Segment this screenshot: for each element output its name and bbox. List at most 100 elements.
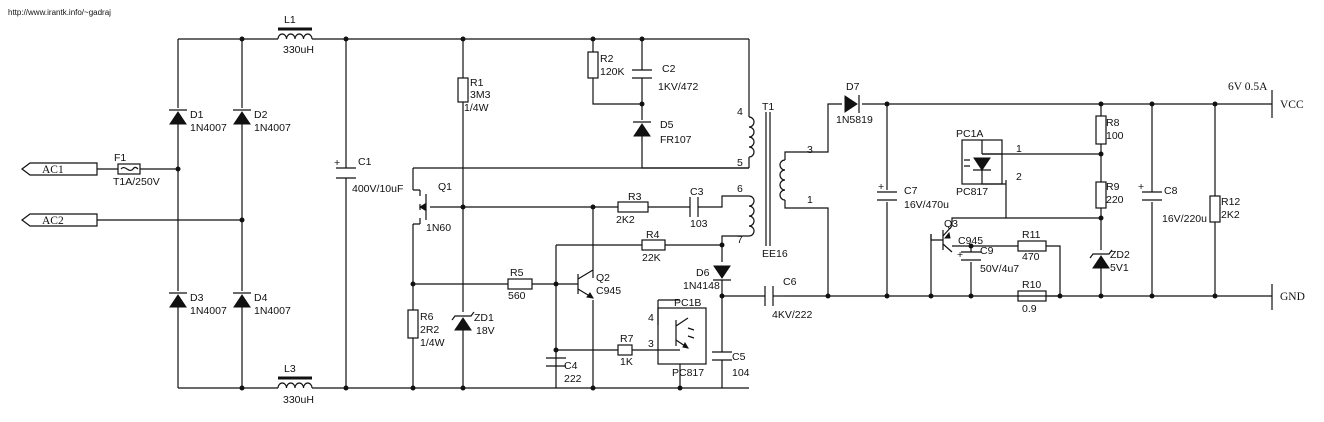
diode-d7: D7 1N5819 [836, 81, 873, 126]
svg-text:D2: D2 [254, 109, 268, 121]
svg-text:1N4148: 1N4148 [683, 280, 720, 292]
resistor-r6: R6 2R2 1/4W [407, 309, 445, 349]
diode-d5: D5 FR107 [633, 119, 692, 146]
svg-text:D1: D1 [190, 109, 204, 121]
optocoupler-pc1b: PC1B PC817 4 3 [648, 297, 707, 379]
svg-text:T1A/250V: T1A/250V [113, 176, 160, 188]
resistor-r4: R4 22K [641, 229, 666, 264]
svg-text:C2: C2 [662, 63, 676, 75]
svg-text:Q2: Q2 [596, 272, 610, 284]
svg-text:1N5819: 1N5819 [836, 114, 873, 126]
svg-text:6: 6 [737, 183, 743, 195]
vcc-label: VCC [1280, 99, 1304, 111]
svg-text:D7: D7 [846, 81, 860, 93]
svg-text:C1: C1 [358, 156, 372, 168]
capacitor-c1: + C1 400V/10uF [334, 156, 403, 195]
resistor-r9: R9 220 [1095, 181, 1124, 209]
svg-text:104: 104 [732, 367, 750, 379]
capacitor-c7: + C7 16V/470u [877, 181, 949, 211]
svg-text:D3: D3 [190, 292, 204, 304]
svg-text:22K: 22K [642, 252, 661, 264]
svg-text:Q3: Q3 [944, 218, 958, 230]
svg-text:560: 560 [508, 290, 526, 302]
svg-text:5V1: 5V1 [1110, 262, 1129, 274]
wires [97, 38, 1273, 389]
diode-d4: D4 1N4007 [233, 292, 291, 317]
svg-text:PC1A: PC1A [956, 128, 983, 140]
svg-text:R10: R10 [1022, 279, 1041, 291]
capacitor-c8: + C8 16V/220u [1138, 181, 1207, 225]
svg-text:100: 100 [1106, 130, 1124, 142]
svg-text:R4: R4 [646, 229, 660, 241]
svg-text:18V: 18V [476, 325, 495, 337]
svg-text:R7: R7 [620, 333, 634, 345]
svg-text:C4: C4 [564, 360, 578, 372]
svg-text:1: 1 [807, 194, 813, 206]
diode-d2: D2 1N4007 [233, 109, 291, 134]
resistor-r5: R5 560 [507, 267, 533, 302]
resistor-r8: R8 100 [1095, 115, 1124, 145]
svg-text:R12: R12 [1221, 196, 1240, 208]
fuse-f1: F1 T1A/250V [113, 152, 160, 188]
svg-text:3: 3 [648, 338, 654, 350]
svg-text:50V/4u7: 50V/4u7 [980, 263, 1019, 275]
svg-text:R8: R8 [1106, 117, 1120, 129]
svg-text:1N4007: 1N4007 [254, 305, 291, 317]
output-rating: 6V 0.5A [1228, 81, 1268, 93]
capacitor-c6: C6 4KV/222 [764, 276, 812, 321]
svg-text:R9: R9 [1106, 181, 1120, 193]
transformer-t1: T1 EE16 4 5 6 7 3 1 [737, 101, 813, 260]
svg-text:R6: R6 [420, 311, 434, 323]
svg-text:1KV/472: 1KV/472 [658, 81, 698, 93]
svg-text:C7: C7 [904, 185, 918, 197]
diode-d3: D3 1N4007 [169, 292, 227, 317]
mosfet-q1: Q1 1N60 [413, 181, 452, 234]
svg-text:C945: C945 [958, 235, 983, 247]
svg-text:C8: C8 [1164, 185, 1178, 197]
svg-text:3M3: 3M3 [470, 89, 491, 101]
zener-zd1: ZD1 18V [451, 311, 495, 337]
svg-text:2K2: 2K2 [1221, 209, 1240, 221]
svg-text:R2: R2 [600, 53, 614, 65]
svg-text:1N4007: 1N4007 [190, 305, 227, 317]
svg-text:+: + [334, 157, 340, 169]
capacitor-c4: C4 222 [546, 357, 582, 385]
svg-text:FR107: FR107 [660, 134, 692, 146]
svg-text:Q1: Q1 [438, 181, 452, 193]
optocoupler-pc1a: PC1A PC817 1 2 [956, 128, 1022, 198]
svg-text:C6: C6 [783, 276, 797, 288]
svg-text:1/4W: 1/4W [464, 102, 489, 114]
capacitor-c9: + C9 50V/4u7 [957, 245, 1019, 275]
resistor-r10: R10 0.9 [1017, 279, 1047, 315]
capacitor-c2: C2 1KV/472 [632, 63, 698, 93]
svg-text:1N4007: 1N4007 [190, 122, 227, 134]
svg-text:222: 222 [564, 373, 582, 385]
svg-text:+: + [878, 181, 884, 193]
svg-text:C945: C945 [596, 285, 621, 297]
svg-text:F1: F1 [114, 152, 126, 164]
svg-text:1K: 1K [620, 356, 633, 368]
svg-text:4: 4 [648, 312, 654, 324]
svg-text:D6: D6 [696, 267, 710, 279]
gnd-label: GND [1280, 291, 1305, 303]
svg-text:5: 5 [737, 157, 743, 169]
svg-text:330uH: 330uH [283, 44, 314, 56]
svg-text:ZD2: ZD2 [1110, 249, 1130, 261]
svg-text:R5: R5 [510, 267, 524, 279]
diode-d1: D1 1N4007 [169, 109, 227, 134]
resistor-r1: R1 3M3 1/4W [457, 77, 491, 114]
svg-text:7: 7 [737, 234, 743, 246]
svg-text:2R2: 2R2 [420, 324, 439, 336]
svg-text:+: + [957, 249, 963, 261]
svg-text:R1: R1 [470, 77, 484, 89]
transistor-q3: Q3 C945 [930, 218, 983, 253]
svg-text:330uH: 330uH [283, 394, 314, 406]
diode-d6: D6 1N4148 [683, 265, 731, 292]
inductor-l3: L3 330uH [277, 363, 314, 406]
svg-text:C5: C5 [732, 351, 746, 363]
svg-text:AC1: AC1 [42, 164, 64, 176]
svg-text:D4: D4 [254, 292, 268, 304]
svg-text:0.9: 0.9 [1022, 303, 1037, 315]
svg-text:PC817: PC817 [672, 367, 704, 379]
svg-text:470: 470 [1022, 251, 1040, 263]
